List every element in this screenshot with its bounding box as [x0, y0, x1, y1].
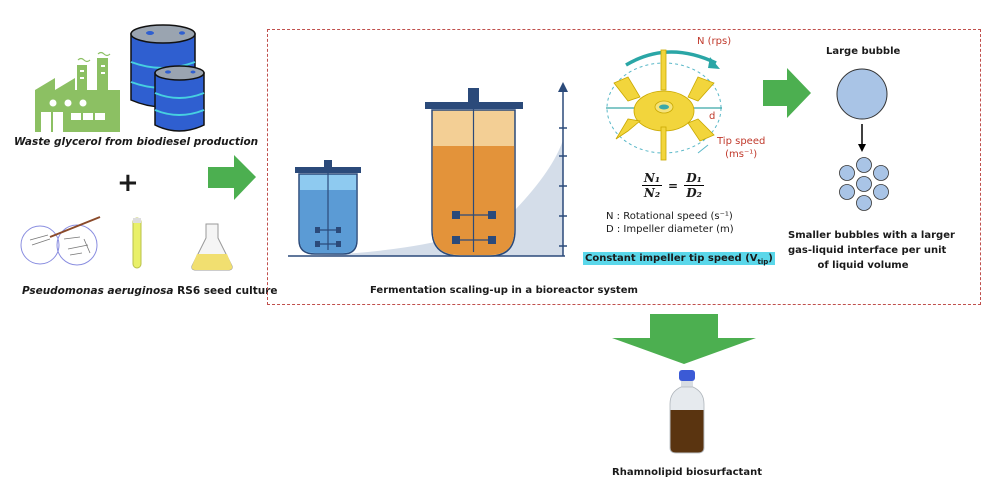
small-bubbles-cluster-icon — [839, 157, 889, 211]
flask-icon — [191, 223, 233, 271]
scaling-equation: N₁ N₂ = D₁ D₂ — [642, 171, 705, 200]
small-bubbles-line: gas-liquid interface per unit — [788, 245, 947, 256]
rhamnolipid-bottle-icon — [669, 370, 705, 454]
product-label: Rhamnolipid biosurfactant — [612, 467, 762, 478]
large-bioreactor-icon — [425, 88, 523, 257]
bioreactor-scale-diagram — [288, 82, 568, 257]
down-arrow-icon — [858, 124, 866, 152]
equation-d1: D₁ — [686, 171, 702, 185]
oil-drum-icon — [154, 65, 205, 132]
glycerol-label: Waste glycerol from biodiesel production — [14, 136, 259, 148]
rotation-speed-label: N (rps) — [697, 36, 732, 47]
definition-d: D : Impeller diameter (m) — [606, 224, 734, 235]
tip-speed-unit: (ms⁻¹) — [725, 149, 758, 160]
small-bubbles-line: of liquid volume — [817, 260, 909, 271]
equation-d2: D₂ — [686, 186, 702, 200]
definition-n: N : Rotational speed (s⁻¹) — [606, 211, 733, 222]
large-bubble-icon — [836, 68, 888, 120]
test-tube-icon — [132, 217, 142, 269]
seed-culture-label: Pseudomonas aeruginosa RS6 seed culture — [22, 285, 278, 297]
arrow-right-icon — [208, 155, 256, 200]
plus-icon: + — [117, 168, 139, 198]
small-bioreactor-icon — [295, 160, 361, 255]
arrow-right-icon — [763, 68, 811, 118]
large-bubble-label: Large bubble — [826, 46, 901, 57]
small-bubbles-line: Smaller bubbles with a larger — [788, 230, 955, 241]
variable-definitions: N : Rotational speed (s⁻¹) D : Impeller … — [606, 210, 734, 236]
factory-icon — [35, 51, 120, 132]
equation-n2: N₂ — [643, 186, 661, 200]
diameter-label: d — [709, 111, 716, 122]
tip-speed-text: Tip speed — [717, 136, 766, 147]
highlight-text: Constant impeller tip speed (Vtip) — [583, 252, 775, 266]
seed-culture-organism: Pseudomonas aeruginosa — [22, 285, 174, 297]
constant-tip-speed-highlight: Constant impeller tip speed (Vtip) — [583, 246, 775, 266]
impeller-icon — [606, 49, 722, 161]
scale-up-process-frame — [267, 29, 981, 305]
arrow-down-icon — [612, 314, 756, 364]
equation-equals: = — [668, 178, 679, 193]
petri-dish-icon — [20, 216, 101, 266]
tip-speed-label: Tip speed (ms⁻¹) — [717, 135, 765, 161]
seed-culture-suffix: RS6 seed culture — [173, 285, 278, 297]
bioreactor-caption: Fermentation scaling-up in a bioreactor … — [370, 285, 638, 296]
small-bubbles-label: Smaller bubbles with a larger gas-liquid… — [788, 228, 955, 273]
equation-n1: N₁ — [643, 171, 661, 185]
